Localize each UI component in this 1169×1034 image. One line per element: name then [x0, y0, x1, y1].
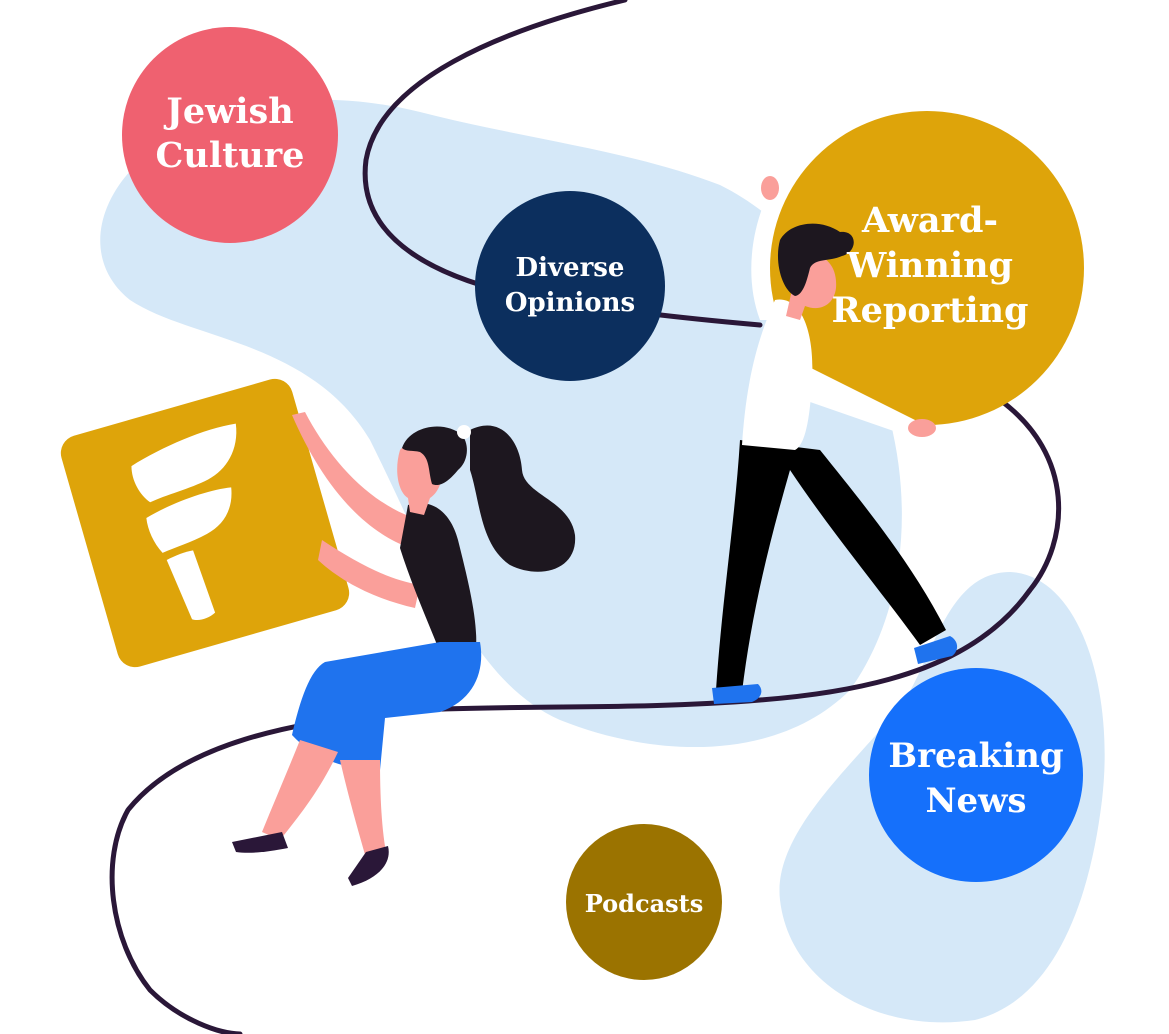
bubble-line: Reporting — [832, 290, 1029, 331]
logo-tile — [60, 378, 350, 668]
topic-bubble-award-winning — [770, 111, 1084, 425]
bubble-line: Diverse — [516, 253, 625, 283]
topic-bubble-diverse-opinions: Diverse Opinions — [475, 191, 665, 381]
bubble-line: Podcasts — [585, 889, 703, 918]
topic-bubble-podcasts: Podcasts — [566, 824, 722, 980]
blob-main — [100, 99, 902, 748]
bubble-line: Culture — [156, 135, 305, 176]
award-bubble-label: Award- Winning Reporting — [832, 200, 1029, 331]
bubble-line: Jewish — [163, 91, 293, 132]
bubble-line: Opinions — [505, 288, 635, 318]
bubble-line: Award- — [861, 200, 998, 241]
topic-bubble-breaking-news: Breaking News — [869, 668, 1083, 882]
bubble-line: Winning — [846, 245, 1013, 286]
woman-figure — [232, 412, 576, 886]
bubble-line: News — [925, 781, 1026, 821]
topic-bubble-jewish-culture: Jewish Culture — [122, 27, 338, 243]
man-body — [712, 223, 958, 704]
bubble-line: Breaking — [888, 736, 1063, 776]
forward-f-logo-icon — [131, 423, 237, 621]
